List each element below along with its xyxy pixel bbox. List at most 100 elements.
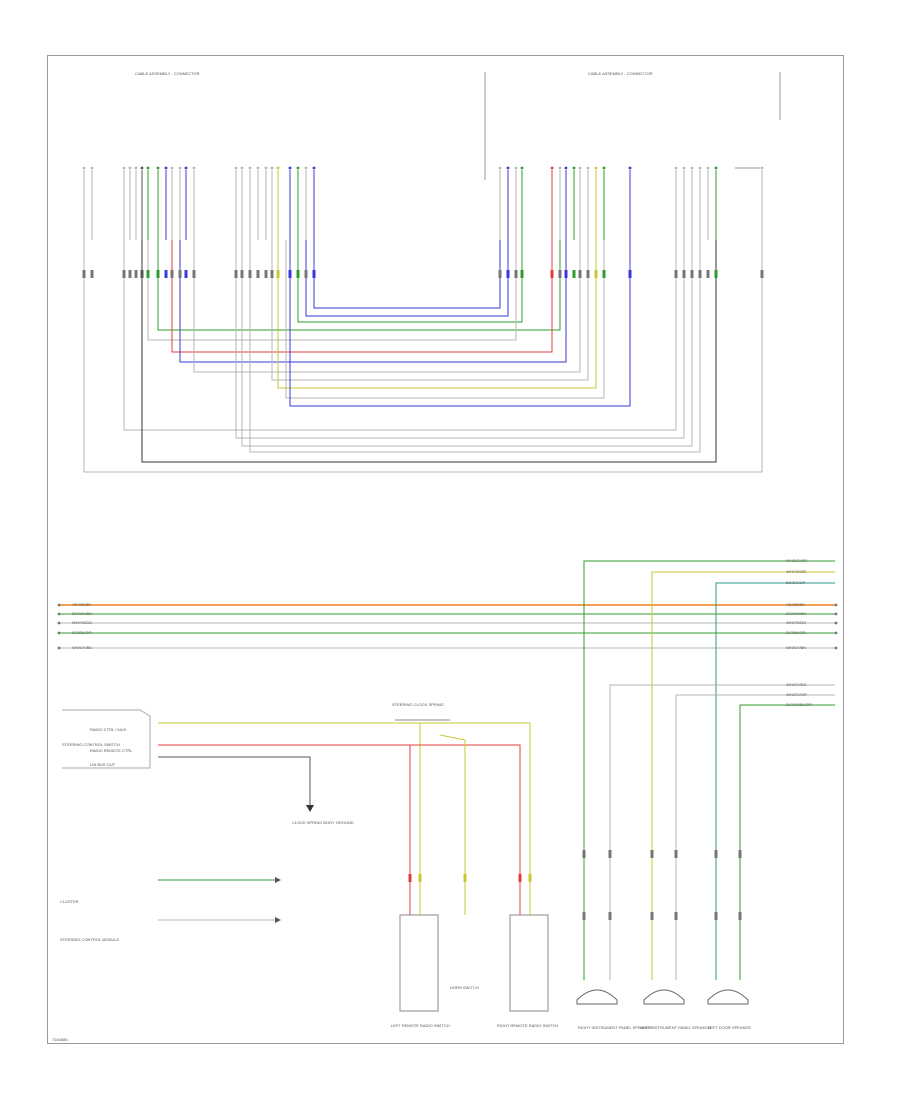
wire-splice (698, 270, 702, 278)
routed-wire (83, 240, 763, 473)
connector-pin (514, 166, 518, 170)
speaker-feed-wire (609, 684, 835, 980)
cluster-label: CLUSTER (60, 899, 79, 904)
footer-code: 7164585 (52, 1037, 68, 1042)
mid-right-wire-3: DG/YE/BK/OR (786, 702, 813, 707)
wire-splice (674, 270, 678, 278)
connector-pin (276, 166, 280, 170)
mid-right-wire-2: WH/GY/OR (786, 692, 807, 697)
clockspring-label: STEERING CLOCK SPRING (392, 702, 444, 707)
wire-splice (248, 270, 252, 278)
connector-pin (296, 166, 300, 170)
wire-splice (572, 270, 576, 278)
diagram-frame (47, 55, 844, 1044)
wire-splice (498, 270, 502, 278)
routed-wire (289, 240, 631, 407)
connector-pin (682, 166, 686, 170)
connector-pin (140, 166, 144, 170)
wire-splice (418, 874, 422, 882)
routed-wire (297, 240, 523, 323)
wire-splice (628, 270, 632, 278)
speaker-feed-wire (651, 571, 835, 980)
routed-wire (249, 240, 701, 453)
wire-splice (674, 912, 678, 920)
wire-splice (304, 270, 308, 278)
wire-splice (270, 270, 274, 278)
connector-pin (128, 166, 132, 170)
wire-splice (714, 850, 718, 858)
connector-pin (586, 166, 590, 170)
connector-pin (248, 166, 252, 170)
left-remote-caption: LEFT REMOTE RADIO SWITCH (391, 1023, 450, 1028)
speaker-icon (576, 989, 618, 1005)
speaker-feed-wire (739, 704, 835, 980)
bus-left-5: WH/GY/BK (72, 645, 93, 650)
bus-right-4: DG/BK/OR (786, 630, 806, 635)
connector-pin (256, 166, 260, 170)
bus-terminal (834, 612, 838, 616)
wire-splice (90, 270, 94, 278)
connector-pin (90, 166, 94, 170)
connector-pin (304, 166, 308, 170)
connector-pin (82, 166, 86, 170)
wire-splice (408, 874, 412, 882)
wire-splice (234, 270, 238, 278)
wire-splice (650, 912, 654, 920)
wire-splice (264, 270, 268, 278)
switch-row-1: RADIO CTRL / MUX (90, 727, 127, 732)
connector-pin (312, 166, 316, 170)
connector-pin (714, 166, 718, 170)
connector-pin (602, 166, 606, 170)
connector-pin (164, 166, 168, 170)
bus-right-2: DG/WH/BK (786, 611, 807, 616)
connector-pin (706, 166, 710, 170)
routed-wire (123, 240, 677, 431)
connector-pin (122, 166, 126, 170)
routed-wire (157, 240, 561, 331)
switch-row-2: RADIO REMOTE CTRL (90, 748, 133, 753)
bus-terminal (57, 646, 61, 650)
wire-splice (146, 270, 150, 278)
wire-splice (170, 270, 174, 278)
wire-splice (738, 912, 742, 920)
wire-splice (690, 270, 694, 278)
routed-wire (171, 240, 553, 353)
connector-pin (628, 166, 632, 170)
wire-splice (760, 270, 764, 278)
wire-splice (582, 912, 586, 920)
speaker-caption-2: LEFT INSTRUMENT PANEL SPEAKER (640, 1025, 711, 1030)
connector-pin (594, 166, 598, 170)
routed-wire (285, 240, 605, 399)
wire-splice (506, 270, 510, 278)
wire-splice (738, 850, 742, 858)
bus-terminal (57, 603, 61, 607)
connector-pin (498, 166, 502, 170)
speaker-icon (643, 989, 685, 1005)
wire-splice (586, 270, 590, 278)
connector-pin (146, 166, 150, 170)
wire-splice (674, 850, 678, 858)
connector-pin (288, 166, 292, 170)
bus-terminal (57, 621, 61, 625)
bus-left-3: WH/YE/DG (72, 620, 93, 625)
connector-pin (578, 166, 582, 170)
wire-splice (608, 912, 612, 920)
wire-splice (122, 270, 126, 278)
steering-switch-caption: STEERING CONTROL SWITCH (62, 742, 120, 747)
connector-pin (506, 166, 510, 170)
wire-splice (192, 270, 196, 278)
arrow-right-icon (275, 917, 281, 923)
wire-splice (288, 270, 292, 278)
routed-wire (271, 240, 589, 381)
wire-splice (184, 270, 188, 278)
bus-left-1: YE/OR/BK (72, 602, 91, 607)
wire-splice (550, 270, 554, 278)
wire-splice (140, 270, 144, 278)
top-right-wire-2: WH/YE/OR (786, 569, 807, 574)
routed-wire (141, 240, 717, 463)
speaker-icon (707, 989, 749, 1005)
wire-splice (296, 270, 300, 278)
bus-left-2: DG/WH/BK (72, 611, 93, 616)
speaker-caption-1: RIGHT INSTRUMENT PANEL SPEAKER (578, 1025, 652, 1030)
wire-splice (82, 270, 86, 278)
